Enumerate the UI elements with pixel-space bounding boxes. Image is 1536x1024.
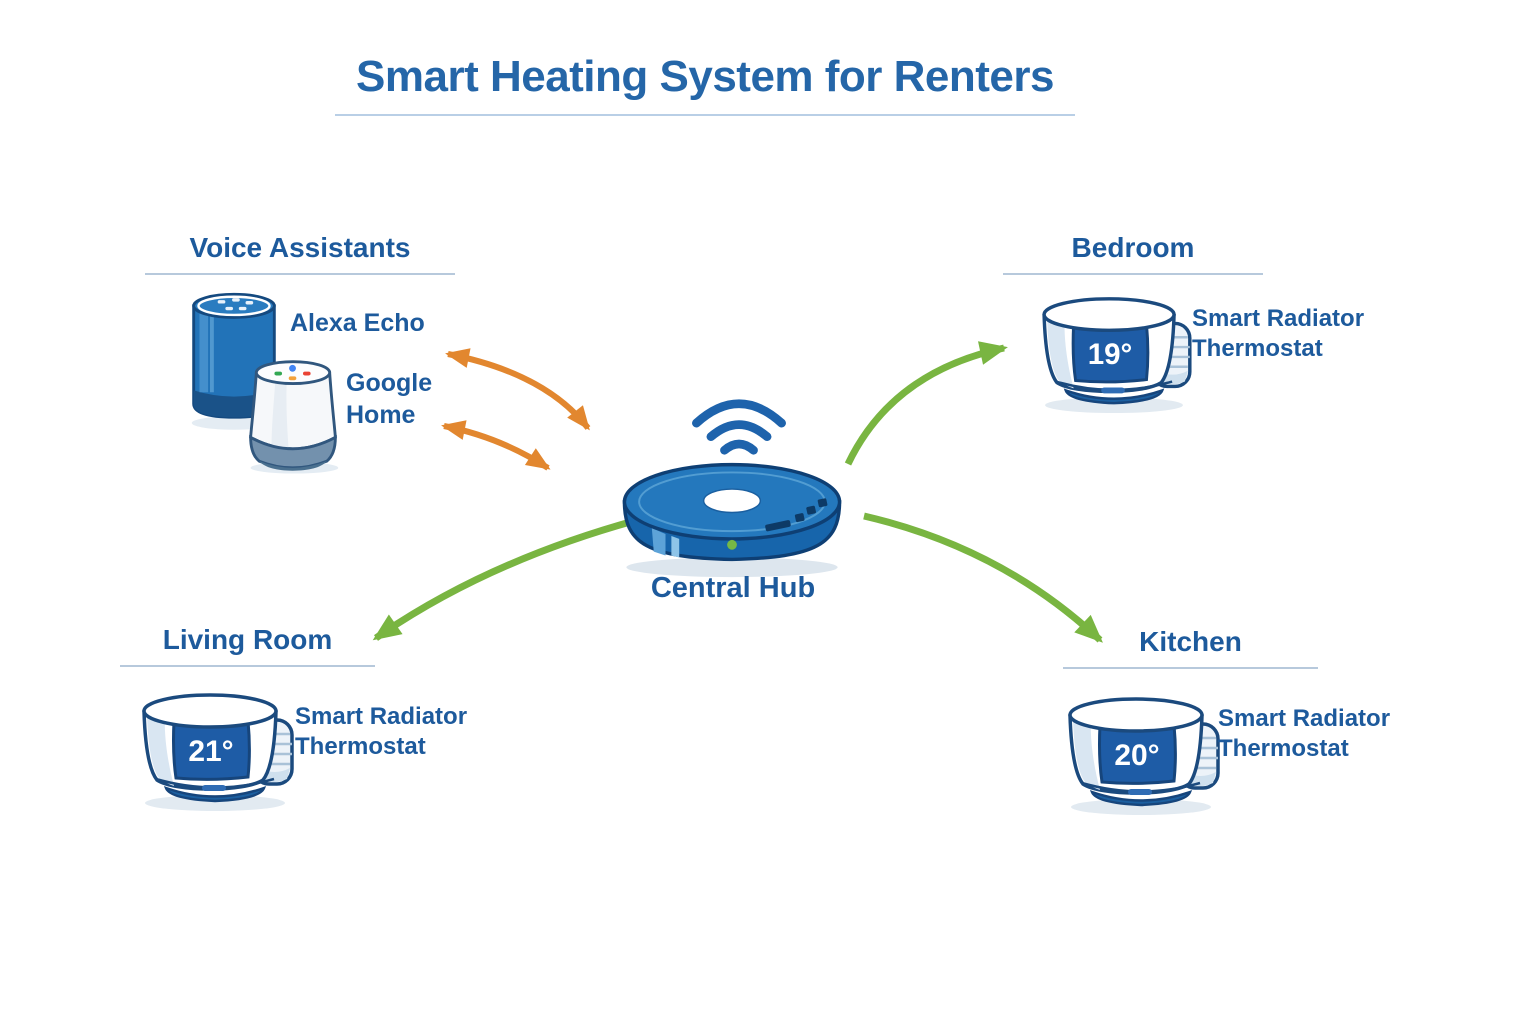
kitchen-thermostat: 20° — [1056, 688, 1226, 818]
bedroom-temperature: 19° — [1088, 338, 1133, 371]
google-body-facet — [271, 380, 289, 450]
alexa-top-buttons — [217, 298, 254, 311]
alexa-echo-label: Alexa Echo — [290, 309, 425, 337]
alexa-top-rim — [197, 295, 271, 317]
kitchen-device-label: Smart Radiator Thermostat — [1218, 705, 1391, 763]
page-title: Smart Heating System for Renters — [335, 52, 1075, 116]
section-heading-kitchen: Kitchen — [1063, 626, 1318, 669]
alexa-highlight-2 — [210, 311, 214, 393]
hub-vents — [765, 498, 828, 532]
google-base — [249, 434, 337, 470]
google-top — [254, 360, 332, 385]
living-room-temperature: 21° — [188, 735, 233, 768]
alexa-top — [192, 292, 276, 319]
living-room-device-label: Smart Radiator Thermostat — [295, 703, 468, 761]
section-heading-bedroom: Bedroom — [1003, 232, 1263, 275]
bedroom-thermostat: 19° — [1030, 288, 1198, 416]
alexa-highlight — [199, 311, 209, 393]
kitchen-temperature: 20° — [1114, 739, 1159, 772]
google-top-lights — [274, 364, 311, 381]
hub-status-led — [727, 539, 737, 550]
arrow-hub-livingroom — [372, 510, 661, 641]
hub-side-highlight — [651, 528, 666, 556]
hub-side-highlight-2 — [671, 536, 680, 558]
central-hub-device — [622, 462, 842, 578]
living-room-thermostat: 21° — [130, 684, 300, 814]
google-home-label: Google Home — [346, 369, 433, 429]
wifi-icon — [692, 399, 786, 455]
hub-shadow — [626, 557, 838, 578]
hub-center-button — [702, 488, 762, 514]
section-heading-voice-assistants: Voice Assistants — [145, 232, 455, 275]
section-heading-living-room: Living Room — [120, 624, 375, 667]
central-hub-label: Central Hub — [650, 572, 816, 604]
arrow-hub-bedroom — [844, 341, 1008, 466]
arrow-voice-hub-2 — [441, 420, 551, 471]
google-base-rim — [259, 461, 327, 471]
bedroom-device-label: Smart Radiator Thermostat — [1192, 305, 1365, 363]
arrow-voice-hub-1 — [445, 348, 591, 431]
arrow-hub-kitchen — [863, 512, 1103, 643]
google-home-device — [249, 360, 339, 474]
